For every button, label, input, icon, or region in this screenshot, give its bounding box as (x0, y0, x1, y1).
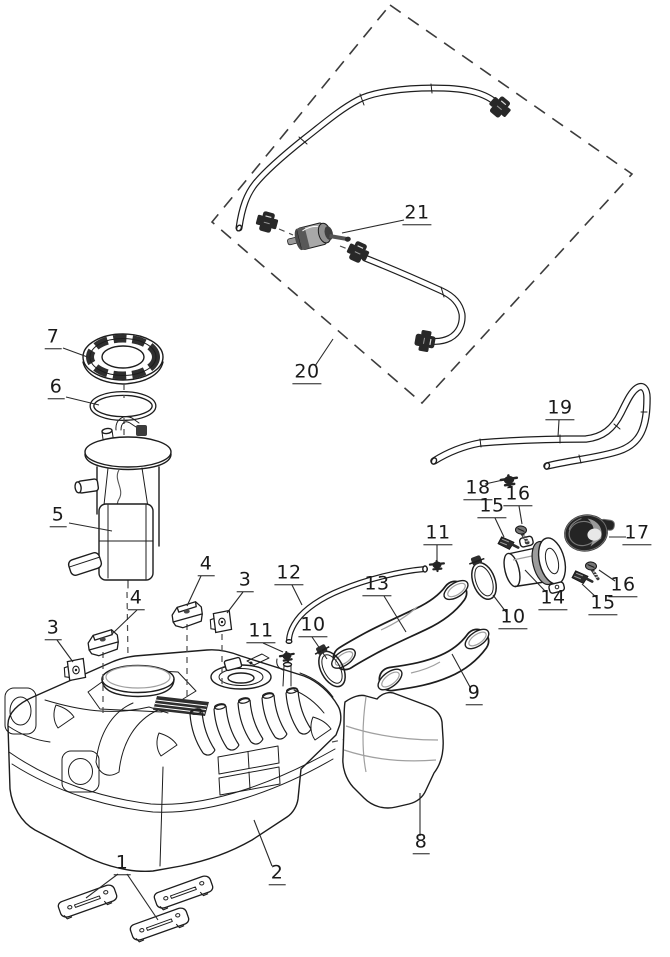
callout-13: 13 (362, 572, 392, 597)
fuel-cap (564, 514, 615, 552)
callout-14: 14 (538, 586, 568, 611)
callout-9: 9 (465, 681, 483, 706)
pump-seal-ring (89, 391, 157, 421)
callout-8: 8 (412, 830, 430, 855)
callout-12: 12 (274, 561, 304, 586)
vapor-tube-upper (235, 83, 516, 232)
callout-11-left: 11 (246, 619, 276, 644)
vapor-line-boundary (210, 3, 634, 405)
callout-6: 6 (47, 375, 65, 400)
callout-16-lower: 16 (608, 573, 638, 598)
tank-clips-and-brackets (63, 600, 233, 714)
mounting-plates (55, 874, 216, 944)
filler-hose-lower (377, 628, 490, 692)
callout-2: 2 (268, 861, 286, 886)
callout-3-right: 3 (236, 568, 254, 593)
leader-lines (56, 219, 626, 921)
callout-11-top: 11 (423, 521, 453, 546)
callout-19: 19 (545, 396, 575, 421)
callout-20: 20 (292, 360, 322, 385)
callout-4-right: 4 (197, 552, 215, 577)
callout-1: 1 (113, 851, 131, 876)
vapor-check-valve (253, 209, 354, 252)
fuel-tank (4, 649, 342, 873)
callout-21: 21 (402, 201, 432, 226)
callout-15-upper: 15 (477, 494, 507, 519)
vent-tube-long (430, 382, 651, 470)
callout-7: 7 (44, 325, 62, 350)
callout-10-right: 10 (498, 605, 528, 630)
pump-lock-ring (82, 333, 164, 385)
callout-4-left: 4 (127, 586, 145, 611)
callout-5: 5 (49, 503, 67, 528)
filler-neck (503, 535, 567, 594)
heat-shield (331, 691, 444, 809)
callout-18: 18 (463, 476, 493, 501)
vapor-tube-lower (343, 237, 466, 354)
callout-17: 17 (622, 521, 652, 546)
callout-16-upper: 16 (503, 482, 533, 507)
fuel-pump-module (67, 384, 172, 659)
callout-15-lower: 15 (588, 591, 618, 616)
callout-3-left: 3 (44, 616, 62, 641)
callout-10-left: 10 (298, 613, 328, 638)
vent-hose-small (285, 565, 428, 645)
